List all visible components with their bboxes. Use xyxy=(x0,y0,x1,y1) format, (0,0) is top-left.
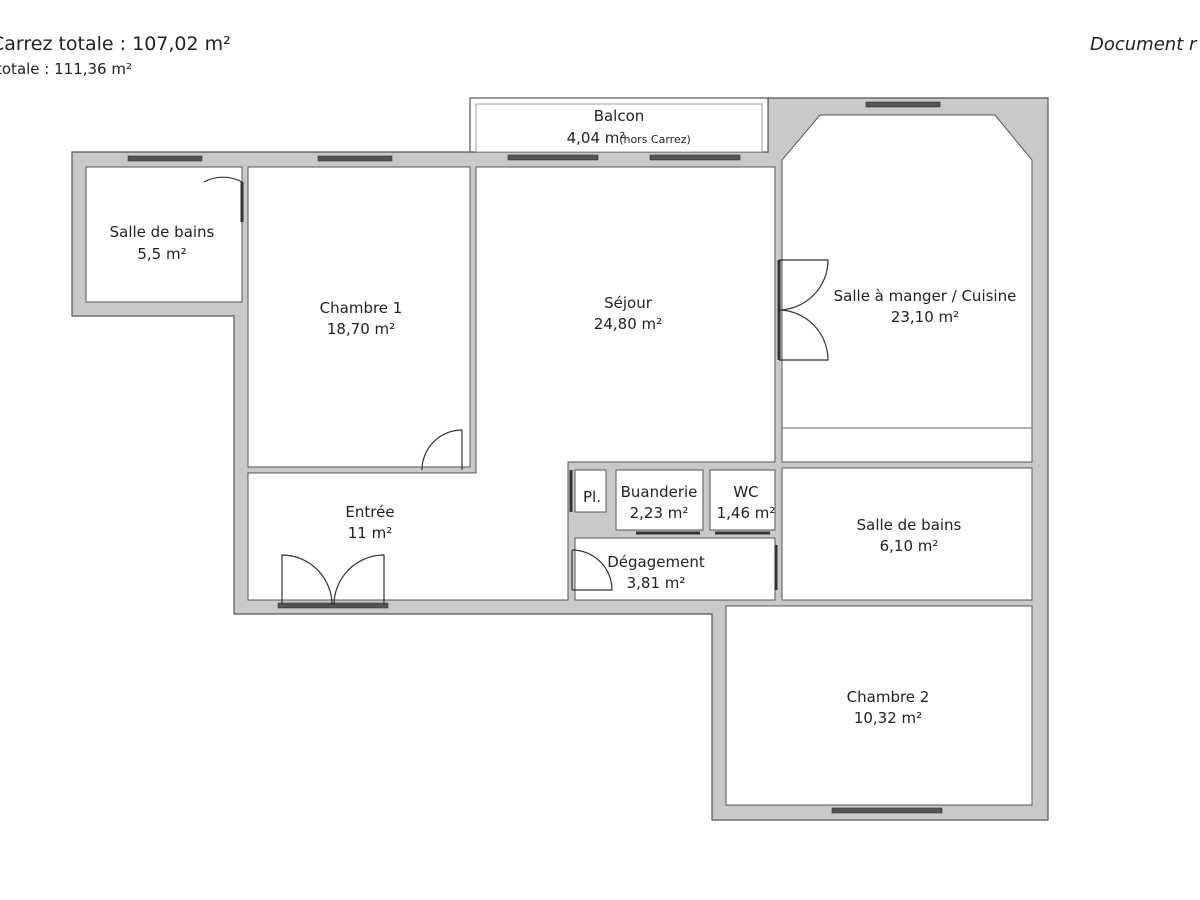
wc-name: WC xyxy=(733,483,758,501)
door-chambre1 xyxy=(421,429,463,471)
buanderie-name: Buanderie xyxy=(621,483,698,501)
sejour-name: Séjour xyxy=(604,294,653,312)
wc-area: 1,46 m² xyxy=(717,504,776,522)
total-area: totale : 111,36 m² xyxy=(0,60,132,78)
door-degagement xyxy=(571,549,613,591)
room-cuisine xyxy=(781,114,1033,463)
room-buanderie xyxy=(615,469,704,531)
room-salle-de-bains-2 xyxy=(781,467,1033,601)
room-chambre-1 xyxy=(247,166,471,468)
door-entree-left xyxy=(281,554,333,606)
degagement-area: 3,81 m² xyxy=(627,574,686,592)
room-placard xyxy=(574,469,607,513)
window xyxy=(127,155,203,162)
carrez-total-area: Carrez totale : 107,02 m² xyxy=(0,33,231,55)
sejour-area: 24,80 m² xyxy=(594,315,662,333)
chambre2-name: Chambre 2 xyxy=(847,688,930,706)
chambre2-area: 10,32 m² xyxy=(854,709,922,727)
window xyxy=(507,154,599,161)
door-entree-right xyxy=(333,554,385,606)
room-sejour-entree xyxy=(247,166,776,601)
room-chambre-2 xyxy=(725,605,1033,806)
room-salle-de-bains-1 xyxy=(85,166,243,303)
balcon-note: (hors Carrez) xyxy=(619,133,691,146)
buanderie-area: 2,23 m² xyxy=(630,504,689,522)
entree-name: Entrée xyxy=(345,503,394,521)
chambre1-name: Chambre 1 xyxy=(320,299,403,317)
placard-name: Pl. xyxy=(583,488,601,506)
chambre1-area: 18,70 m² xyxy=(327,320,395,338)
window xyxy=(277,602,389,609)
room-wc xyxy=(709,469,776,531)
cuisine-area: 23,10 m² xyxy=(891,308,959,326)
degagement-name: Dégagement xyxy=(607,553,705,571)
sdb2-name: Salle de bains xyxy=(857,516,962,534)
balcon-name: Balcon xyxy=(594,107,645,125)
window xyxy=(831,807,943,814)
window xyxy=(317,155,393,162)
cuisine-name: Salle à manger / Cuisine xyxy=(834,287,1017,305)
sdb1-area: 5,5 m² xyxy=(137,245,186,263)
sdb2-area: 6,10 m² xyxy=(880,537,939,555)
document-label: Document r xyxy=(1090,34,1197,55)
entree-area: 11 m² xyxy=(348,524,392,542)
balcon-area: 4,04 m² xyxy=(567,129,626,147)
window xyxy=(649,154,741,161)
windows xyxy=(127,101,943,814)
window xyxy=(865,101,941,108)
sdb1-name: Salle de bains xyxy=(110,223,215,241)
